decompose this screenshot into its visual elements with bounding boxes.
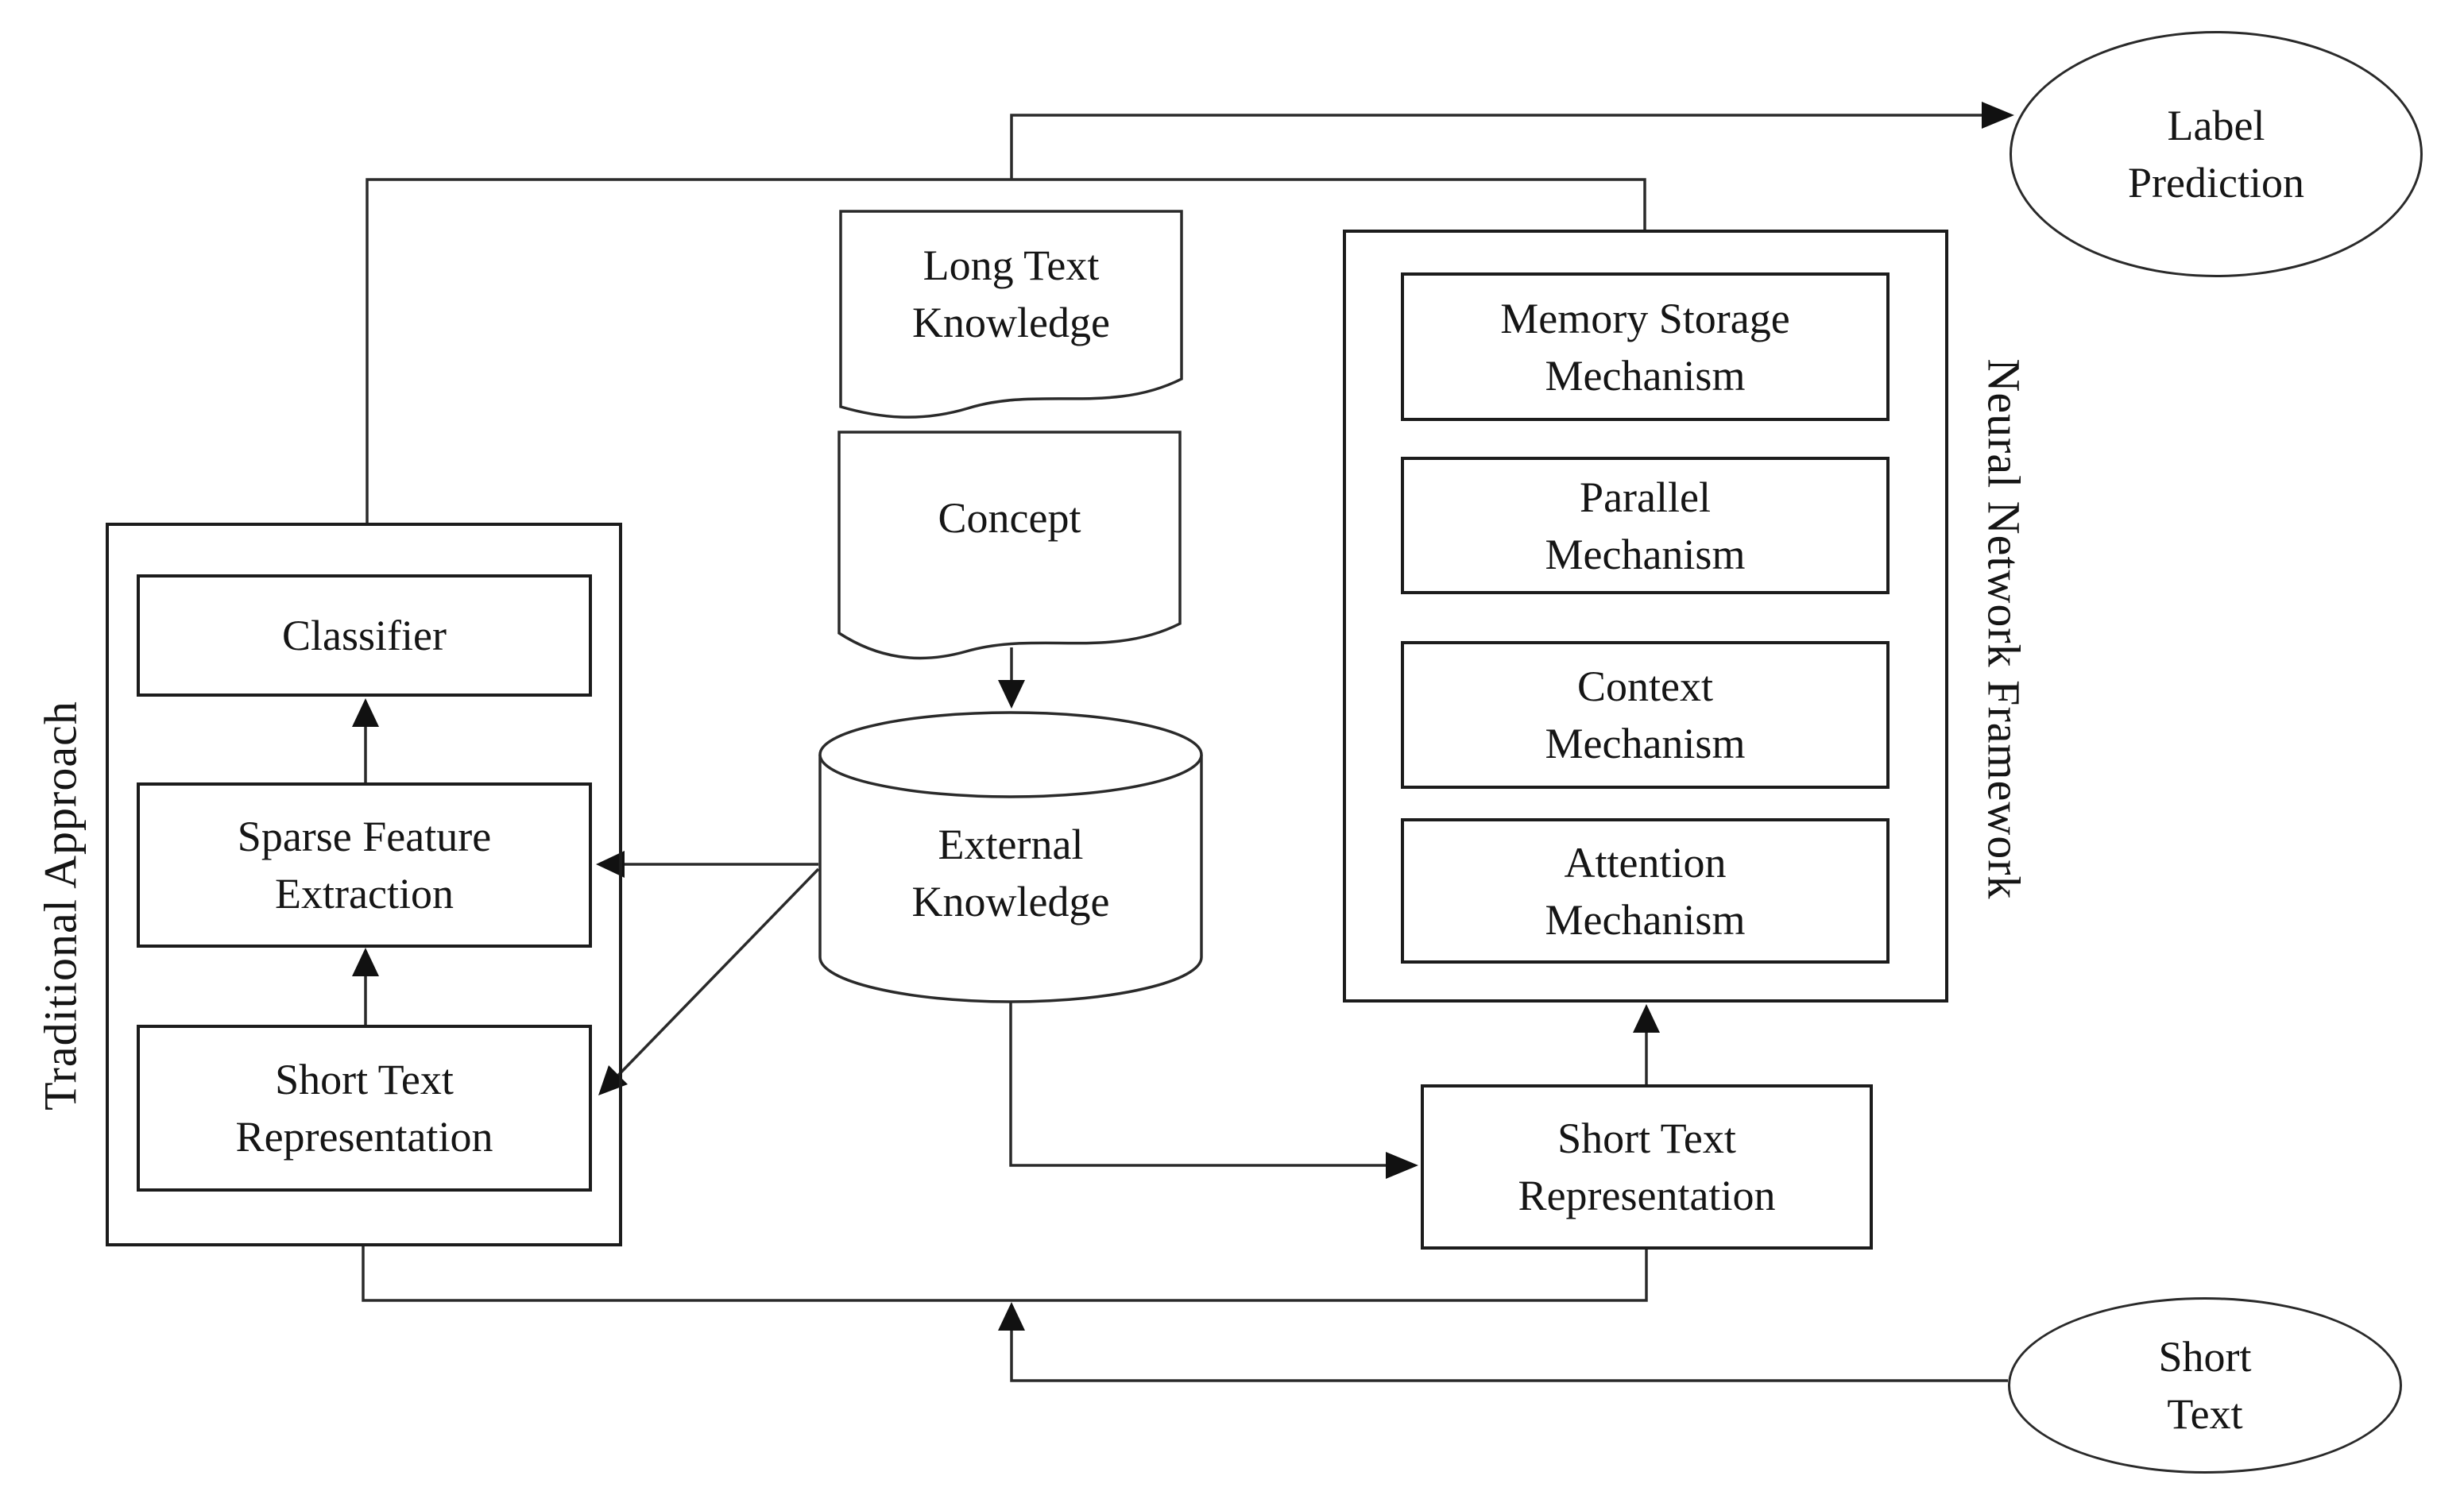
external-to-str-left-line <box>607 867 820 1087</box>
attention-line-1: Attention <box>1564 838 1727 887</box>
attention-mechanism-box: Attention Mechanism <box>1401 818 1890 964</box>
short-text-representation-left-box: Short Text Representation <box>137 1025 592 1192</box>
label-prediction-line <box>1010 114 2002 180</box>
short-text-input-line <box>1010 1313 2008 1382</box>
external-knowledge-database: External Knowledge <box>817 709 1205 1005</box>
context-line-2: Mechanism <box>1545 720 1746 767</box>
attention-line-2: Mechanism <box>1545 895 1746 944</box>
short-text-ellipse: Short Text <box>2008 1297 2402 1474</box>
memory-line-2: Mechanism <box>1545 351 1746 400</box>
str-left-line-2: Representation <box>235 1113 493 1161</box>
external-line-1: External <box>938 821 1084 868</box>
sparse-feature-extraction-box: Sparse Feature Extraction <box>137 782 592 948</box>
classifier-label: Classifier <box>282 612 447 659</box>
ltk-line-1: Long Text <box>923 241 1100 289</box>
neural-network-framework-label: Neural Network Framework <box>1978 358 2030 900</box>
context-line-1: Context <box>1577 663 1713 710</box>
label-prediction-line-1: Label <box>2167 102 2265 149</box>
arrowhead-to-label-prediction-icon <box>1982 102 2014 129</box>
arrowhead-to-classifier-icon <box>352 698 379 727</box>
memory-storage-mechanism-box: Memory Storage Mechanism <box>1401 272 1890 421</box>
long-text-knowledge-document: Long Text Knowledge <box>839 210 1183 426</box>
parallel-mechanism-box: Parallel Mechanism <box>1401 457 1890 594</box>
document-shape-icon <box>837 431 1182 660</box>
arrowhead-to-str-left-icon <box>598 1065 628 1095</box>
label-prediction-line-2: Prediction <box>2128 159 2304 207</box>
arrowhead-to-nn-icon <box>1633 1004 1660 1033</box>
short-text-representation-right-box: Short Text Representation <box>1421 1084 1873 1250</box>
context-mechanism-box: Context Mechanism <box>1401 641 1890 789</box>
arrowhead-to-str-right-icon <box>1386 1152 1418 1179</box>
external-to-str-right-line <box>1009 1003 1406 1167</box>
ltk-line-2: Knowledge <box>912 299 1110 346</box>
memory-line-1: Memory Storage <box>1500 294 1790 342</box>
concept-document: Concept <box>837 431 1182 669</box>
str-left-line-1: Short Text <box>275 1056 454 1103</box>
str-right-line-1: Short Text <box>1557 1115 1736 1162</box>
neural-network-framework-frame <box>1343 230 1948 1003</box>
merge-line <box>366 178 1646 523</box>
bottom-rail-line <box>362 1246 1648 1302</box>
arrowhead-to-sparse-icon <box>596 851 625 878</box>
label-prediction-ellipse: Label Prediction <box>2009 31 2423 277</box>
short-text-line-1: Short <box>2158 1333 2252 1381</box>
arrowhead-to-sparse-top-icon <box>352 948 379 976</box>
external-line-2: Knowledge <box>911 878 1110 925</box>
str-right-line-2: Representation <box>1518 1172 1776 1219</box>
arrowhead-to-external-icon <box>998 680 1025 709</box>
traditional-approach-label: Traditional Approach <box>34 701 87 1111</box>
short-text-line-2: Text <box>2167 1390 2243 1438</box>
traditional-approach-frame <box>106 523 622 1246</box>
arrowhead-to-rail-icon <box>998 1302 1025 1331</box>
parallel-line-2: Mechanism <box>1545 530 1746 578</box>
cylinder-shape-icon <box>818 711 1203 1003</box>
sparse-line-2: Extraction <box>275 870 454 918</box>
parallel-line-1: Parallel <box>1580 473 1711 521</box>
sparse-line-1: Sparse Feature <box>237 813 492 860</box>
document-shape-icon <box>839 210 1183 419</box>
concept-label: Concept <box>938 494 1081 542</box>
classifier-box: Classifier <box>137 574 592 697</box>
